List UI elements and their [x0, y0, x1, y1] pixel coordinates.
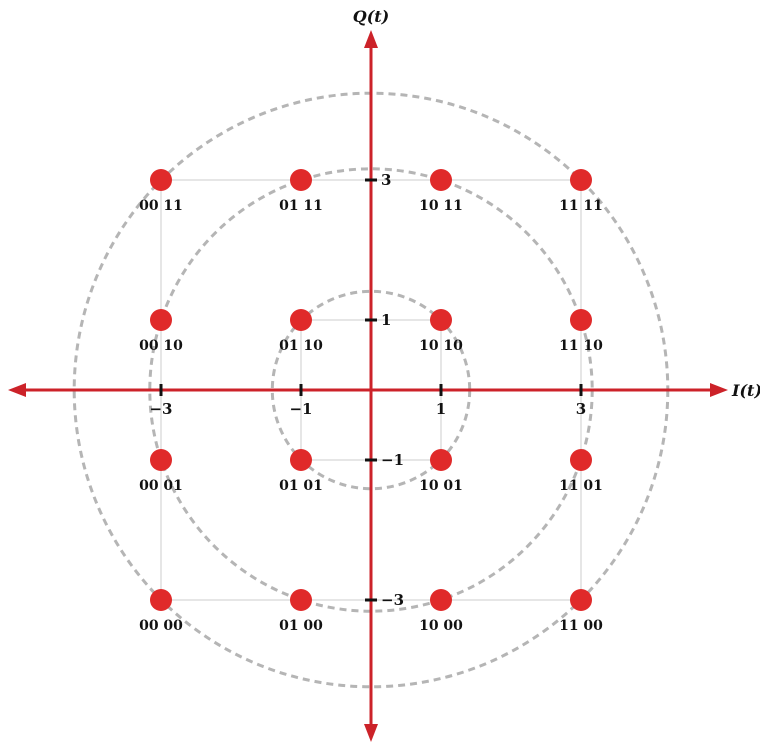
i-axis-right-arrow: [710, 383, 728, 397]
q-axis-bottom-arrow: [364, 724, 378, 742]
point-label: 00 01: [139, 478, 183, 494]
x-tick-label: −1: [289, 400, 312, 418]
point-label: 00 11: [139, 198, 183, 214]
point-label: 01 00: [279, 618, 323, 634]
y-tick-label: 3: [381, 171, 391, 189]
y-tick-label: −1: [381, 451, 404, 469]
axis-ticks: −3 −1 1 3 3 1 −1 −3: [149, 171, 586, 609]
constellation-point: [570, 449, 592, 471]
constellation-point: [290, 449, 312, 471]
x-tick-label: 3: [576, 400, 586, 418]
constellation-point: [570, 589, 592, 611]
point-label: 11 00: [559, 618, 603, 634]
point-label: 10 01: [419, 478, 463, 494]
point-label: 00 00: [139, 618, 183, 634]
point-label: 00 10: [139, 338, 183, 354]
point-label: 11 11: [559, 198, 603, 214]
point-label: 10 11: [419, 198, 463, 214]
constellation-point: [150, 589, 172, 611]
q-axis-label: Q(t): [353, 7, 389, 26]
constellation-point: [430, 309, 452, 331]
constellation-point: [430, 169, 452, 191]
point-label: 01 01: [279, 478, 323, 494]
i-axis-left-arrow: [8, 383, 26, 397]
constellation-point: [430, 589, 452, 611]
point-label: 01 11: [279, 198, 323, 214]
constellation-point: [430, 449, 452, 471]
x-tick-label: −3: [149, 400, 172, 418]
constellation-point: [290, 169, 312, 191]
y-tick-label: 1: [381, 311, 391, 329]
point-label: 11 10: [559, 338, 603, 354]
constellation-point: [570, 169, 592, 191]
q-axis-top-arrow: [364, 30, 378, 48]
point-label: 01 10: [279, 338, 323, 354]
constellation-point: [290, 309, 312, 331]
constellation-point: [150, 449, 172, 471]
x-tick-label: 1: [436, 400, 446, 418]
point-label: 10 00: [419, 618, 463, 634]
constellation-point: [150, 309, 172, 331]
constellation-point: [570, 309, 592, 331]
y-tick-label: −3: [381, 591, 404, 609]
point-label: 10 10: [419, 338, 463, 354]
i-axis-label: I(t): [731, 381, 760, 400]
point-label: 11 01: [559, 478, 603, 494]
constellation-point: [290, 589, 312, 611]
constellation-point: [150, 169, 172, 191]
